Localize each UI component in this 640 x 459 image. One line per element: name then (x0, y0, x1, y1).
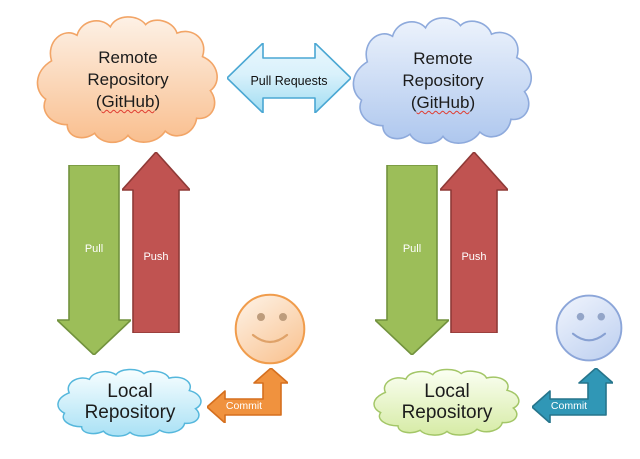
cloud-outline (374, 370, 519, 436)
up-arrow-icon (440, 152, 508, 333)
right-eye (279, 313, 287, 321)
bent-arrow-shape (207, 368, 288, 423)
up-arrow-shape (440, 152, 508, 333)
pull-arrow-right: Pull (375, 165, 449, 355)
paren-close: ) (469, 93, 476, 112)
right-eye (597, 312, 606, 321)
commit-arrow-left: Commit (207, 368, 288, 423)
down-arrow-icon (375, 165, 449, 355)
cloud-outline (58, 370, 201, 437)
bent-double-arrow-icon (532, 368, 613, 423)
cloud-outline (353, 18, 531, 143)
push-arrow-left: Push (122, 152, 190, 333)
pull-requests-arrow: Pull Requests (227, 43, 351, 113)
remote-repo-line1: Remote (413, 49, 473, 68)
commit-label: Commit (550, 400, 588, 412)
paren-close: ) (154, 92, 161, 111)
local-repo-label-left: Local Repository (52, 381, 208, 423)
face-circle (234, 293, 306, 365)
github-word: GitHub (416, 93, 470, 112)
local-repository-cloud-left: Local Repository (52, 368, 208, 438)
cloud-shape-icon (346, 15, 540, 147)
bent-arrow-shape (532, 368, 613, 423)
pull-arrow-left: Pull (57, 165, 131, 355)
push-label: Push (143, 251, 169, 263)
remote-repository-cloud-left: Remote Repository (GitHub) (30, 14, 226, 146)
pull-label: Pull (84, 243, 104, 255)
remote-repo-line2: Repository (402, 71, 484, 90)
user-smiley-icon-left (234, 293, 306, 365)
push-label: Push (461, 251, 487, 263)
up-arrow-shape (122, 152, 190, 333)
remote-repo-line1: Remote (98, 48, 158, 67)
cloud-shape-icon (52, 368, 208, 438)
pull-label: Pull (402, 243, 422, 255)
local-repo-line2: Repository (401, 402, 493, 423)
cloud-shape-icon (368, 368, 526, 437)
face-circle (555, 294, 623, 362)
github-word: GitHub (101, 92, 155, 111)
smiley-face-icon (234, 293, 306, 365)
remote-repo-line3: (GitHub) (30, 91, 226, 113)
push-arrow-right: Push (440, 152, 508, 333)
paren-open: ( (410, 93, 417, 112)
bent-double-arrow-icon (207, 368, 288, 423)
local-repo-label-right: Local Repository (368, 381, 526, 423)
double-arrow-shape (227, 43, 351, 113)
left-eye (257, 313, 265, 321)
local-repo-line1: Local (107, 381, 153, 402)
commit-label: Commit (225, 400, 263, 412)
left-eye (576, 312, 585, 321)
local-repo-line1: Local (424, 381, 470, 402)
down-arrow-shape (375, 165, 449, 355)
remote-repo-label-left: Remote Repository (GitHub) (30, 47, 226, 113)
cloud-shape-icon (30, 14, 226, 146)
smile (251, 333, 289, 344)
cloud-outline (37, 17, 217, 142)
remote-repository-cloud-right: Remote Repository (GitHub) (346, 15, 540, 147)
smiley-face-icon (555, 294, 623, 362)
local-repo-line2: Repository (84, 402, 176, 423)
pull-requests-label: Pull Requests (250, 74, 328, 88)
up-arrow-icon (122, 152, 190, 333)
smile (571, 332, 607, 342)
remote-repo-line3: (GitHub) (346, 92, 540, 114)
paren-open: ( (95, 92, 102, 111)
double-arrow-icon (227, 43, 351, 113)
down-arrow-icon (57, 165, 131, 355)
commit-arrow-right: Commit (532, 368, 613, 423)
down-arrow-shape (57, 165, 131, 355)
user-smiley-icon-right (555, 294, 623, 362)
local-repository-cloud-right: Local Repository (368, 368, 526, 437)
remote-repo-label-right: Remote Repository (GitHub) (346, 48, 540, 114)
remote-repo-line2: Repository (87, 70, 169, 89)
